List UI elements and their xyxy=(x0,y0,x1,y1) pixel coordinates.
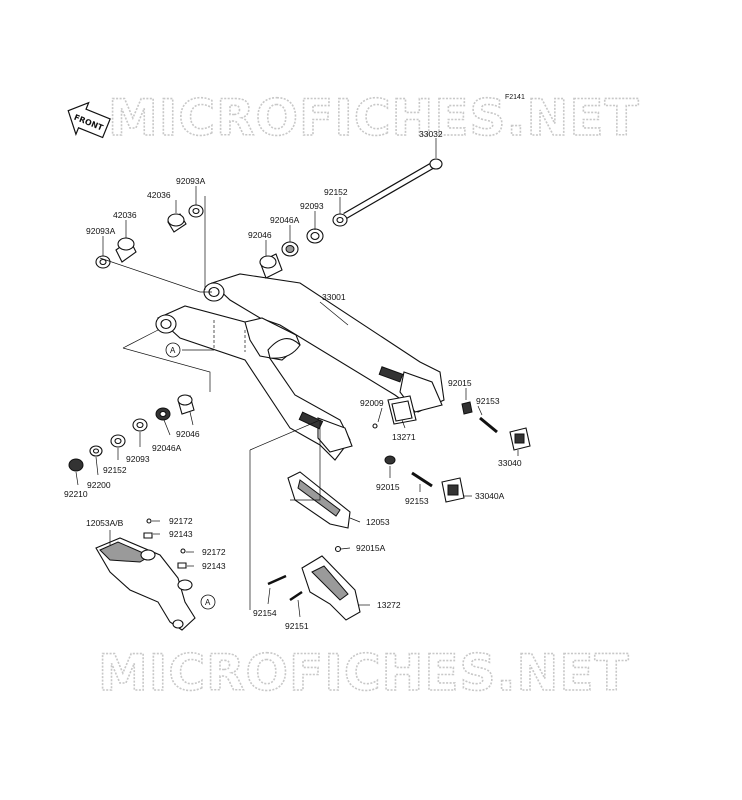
part-label-92153: 92153 xyxy=(476,396,500,406)
chain-guide-drawing xyxy=(267,545,361,621)
part-label-92152: 92152 xyxy=(324,187,348,197)
part-label-33040: 33040 xyxy=(498,458,522,468)
part-label-13272: 13272 xyxy=(377,600,401,610)
part-label-92093a: 92093A xyxy=(86,226,116,236)
part-label-92015: 92015 xyxy=(448,378,472,388)
part-label-92172: 92172 xyxy=(202,547,226,557)
part-label-92210: 92210 xyxy=(64,489,88,499)
chain-guard-drawing xyxy=(95,518,196,631)
part-label-13271: 13271 xyxy=(392,432,416,442)
leader-lines xyxy=(75,138,519,618)
part-label-12053ab: 12053A/B xyxy=(86,518,124,528)
part-label-92152: 92152 xyxy=(103,465,127,475)
part-labels: 33032 92152 92093 92046A 92046 92093A 42… xyxy=(64,129,522,631)
callout-a-lower-letter: A xyxy=(205,598,211,607)
part-label-92200: 92200 xyxy=(87,480,111,490)
lower-pivot-hardware xyxy=(68,394,195,472)
upper-pivot-hardware xyxy=(95,204,348,279)
chain-adjuster-hardware xyxy=(372,395,531,503)
watermark-bottom: MICROFICHES.NET xyxy=(98,644,630,702)
part-label-92046: 92046 xyxy=(248,230,272,240)
part-label-92015a: 92015A xyxy=(356,543,386,553)
part-label-92143: 92143 xyxy=(169,529,193,539)
part-label-92046: 92046 xyxy=(176,429,200,439)
reference-code: F2141 xyxy=(505,94,525,101)
part-label-92172: 92172 xyxy=(169,516,193,526)
part-label-12053: 12053 xyxy=(366,517,390,527)
part-label-42036: 42036 xyxy=(113,210,137,220)
part-label-92154: 92154 xyxy=(253,608,277,618)
part-label-33040a: 33040A xyxy=(475,491,505,501)
part-label-92046a: 92046A xyxy=(152,443,182,453)
part-label-92093: 92093 xyxy=(126,454,150,464)
part-label-92009: 92009 xyxy=(360,398,384,408)
part-label-92093: 92093 xyxy=(300,201,324,211)
front-arrow-icon: FRONT xyxy=(67,101,111,139)
part-label-92151: 92151 xyxy=(285,621,309,631)
part-label-92093a: 92093A xyxy=(176,176,206,186)
part-label-92153: 92153 xyxy=(405,496,429,506)
part-label-42036: 42036 xyxy=(147,190,171,200)
callout-a-lower: A xyxy=(200,594,216,610)
swingarm-drawing xyxy=(155,273,445,461)
part-label-33032: 33032 xyxy=(419,129,443,139)
part-label-92046a: 92046A xyxy=(270,215,300,225)
watermark-top: MICROFICHES.NET xyxy=(108,89,640,147)
part-label-92143: 92143 xyxy=(202,561,226,571)
callout-a-upper-letter: A xyxy=(170,346,176,355)
pivot-shaft-drawing xyxy=(343,158,443,220)
part-label-33001: 33001 xyxy=(322,292,346,302)
callout-a-upper: A xyxy=(165,342,181,358)
part-label-92015: 92015 xyxy=(376,482,400,492)
